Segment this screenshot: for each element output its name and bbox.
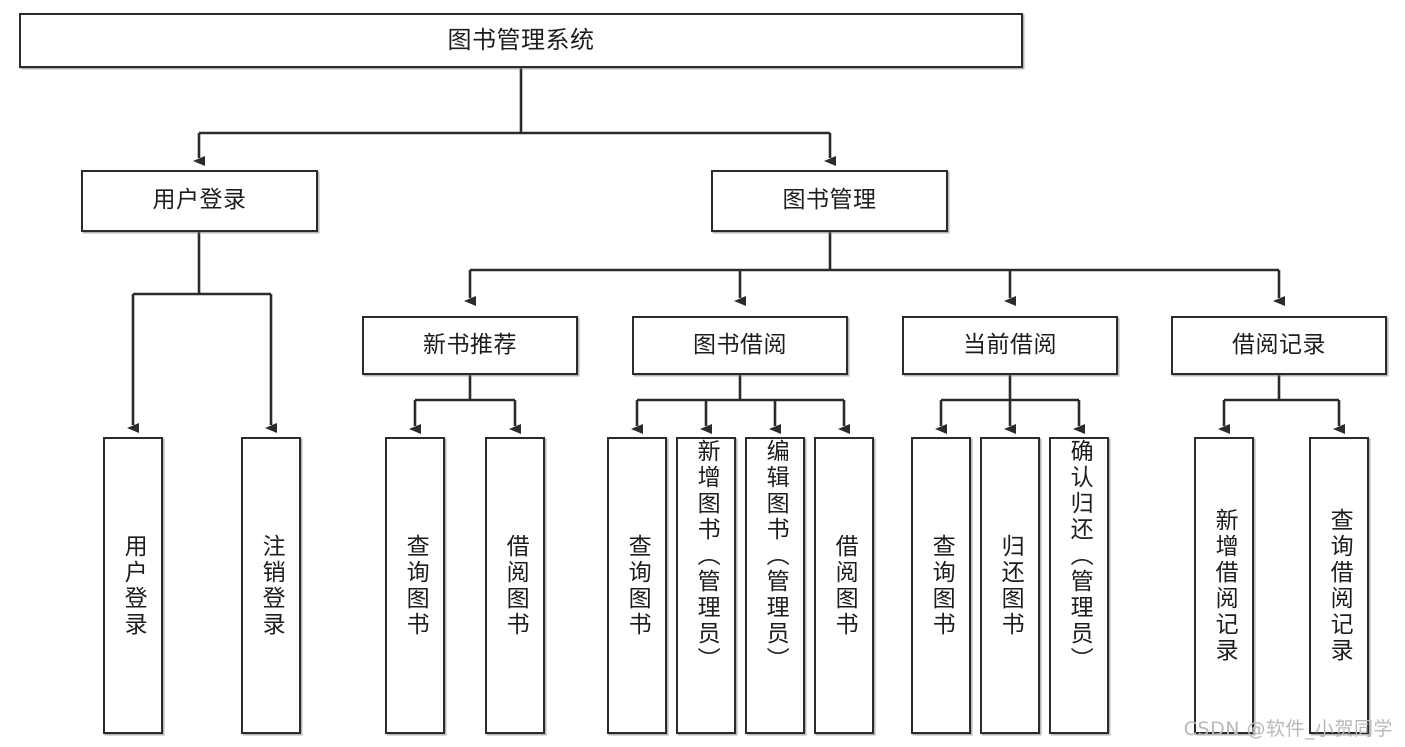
leaf-borrow-edit-book-admin-label: 编辑图书（管理员） xyxy=(762,439,789,673)
leaf-borrow-add-book-admin-label: 新增图书（管理员） xyxy=(693,439,720,673)
leaf-borrow-add-book-admin[interactable]: 新增图书（管理员） xyxy=(676,437,736,734)
leaf-current-query-book[interactable]: 查询图书 xyxy=(911,437,971,734)
node-book-manage-label: 图书管理 xyxy=(782,187,877,214)
leaf-current-return-book-label: 归还图书 xyxy=(997,533,1024,638)
leaf-borrow-query-book-label: 查询图书 xyxy=(624,533,651,638)
node-borrow-record[interactable]: 借阅记录 xyxy=(1171,316,1387,375)
leaf-logout-label: 注销登录 xyxy=(258,533,285,638)
leaf-current-query-book-label: 查询图书 xyxy=(928,533,955,638)
node-borrow-record-label: 借阅记录 xyxy=(1232,331,1326,358)
leaf-newbook-query-book[interactable]: 查询图书 xyxy=(385,437,445,734)
node-book-borrow-label: 图书借阅 xyxy=(693,331,787,358)
leaf-current-confirm-return-admin[interactable]: 确认归还（管理员） xyxy=(1049,437,1109,734)
node-root-system-label: 图书管理系统 xyxy=(447,26,595,55)
node-new-book-recommend[interactable]: 新书推荐 xyxy=(362,316,578,375)
leaf-borrow-borrow-book-label: 借阅图书 xyxy=(831,533,858,638)
node-book-manage[interactable]: 图书管理 xyxy=(711,170,948,232)
leaf-record-query-record-label: 查询借阅记录 xyxy=(1326,507,1353,664)
node-new-book-recommend-label: 新书推荐 xyxy=(423,331,517,358)
leaf-logout[interactable]: 注销登录 xyxy=(241,437,301,734)
node-root-system[interactable]: 图书管理系统 xyxy=(19,13,1023,68)
leaf-borrow-edit-book-admin[interactable]: 编辑图书（管理员） xyxy=(745,437,805,734)
node-current-borrow-label: 当前借阅 xyxy=(963,331,1057,358)
leaf-current-return-book[interactable]: 归还图书 xyxy=(980,437,1040,734)
leaf-record-add-record[interactable]: 新增借阅记录 xyxy=(1194,437,1254,734)
leaf-user-login-label: 用户登录 xyxy=(120,533,147,638)
leaf-current-confirm-return-admin-label: 确认归还（管理员） xyxy=(1066,439,1093,673)
leaf-record-add-record-label: 新增借阅记录 xyxy=(1211,507,1238,664)
leaf-record-query-record[interactable]: 查询借阅记录 xyxy=(1309,437,1369,734)
leaf-newbook-borrow-book[interactable]: 借阅图书 xyxy=(485,437,545,734)
leaf-borrow-borrow-book[interactable]: 借阅图书 xyxy=(814,437,874,734)
leaf-user-login[interactable]: 用户登录 xyxy=(103,437,163,734)
node-user-login-label: 用户登录 xyxy=(152,187,247,214)
leaf-newbook-query-book-label: 查询图书 xyxy=(402,533,429,638)
node-book-borrow[interactable]: 图书借阅 xyxy=(632,316,848,375)
node-user-login[interactable]: 用户登录 xyxy=(81,170,318,232)
leaf-borrow-query-book[interactable]: 查询图书 xyxy=(607,437,667,734)
leaf-newbook-borrow-book-label: 借阅图书 xyxy=(502,533,529,638)
node-current-borrow[interactable]: 当前借阅 xyxy=(902,316,1118,375)
